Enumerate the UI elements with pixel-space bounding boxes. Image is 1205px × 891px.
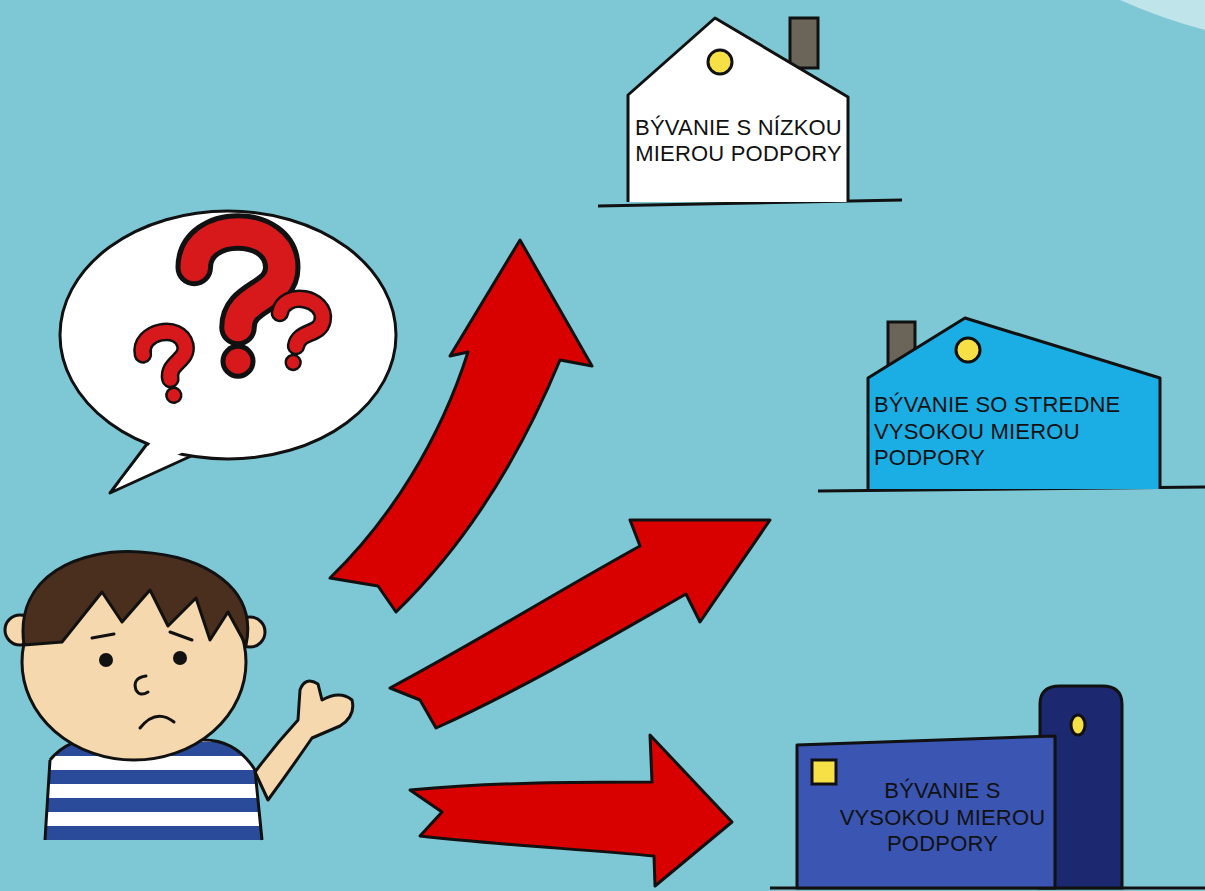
house-node: BÝVANIE SO STREDNE VYSOKOU MIEROU PODPOR… [860,312,1170,490]
house-label: BÝVANIE S NÍZKOU MIEROU PODPORY [626,115,851,168]
text-area: BÝVANIE S VYSOKOU MIEROU PODPORY [835,750,1050,886]
red-arrow [390,520,770,728]
speech-bubble [60,211,396,493]
corner-shape [1120,0,1205,30]
boy-figure [5,552,353,850]
text-area: BÝVANIE S NÍZKOU MIEROU PODPORY [626,91,851,191]
house-outline [598,15,858,205]
house-node: BÝVANIE S VYSOKOU MIEROU PODPORY [790,682,1130,890]
house-label: BÝVANIE SO STREDNE VYSOKOU MIEROU PODPOR… [874,392,1126,471]
house-label: BÝVANIE S VYSOKOU MIEROU PODPORY [835,778,1050,857]
house-node: BÝVANIE S NÍZKOU MIEROU PODPORY [598,15,858,205]
red-arrow [410,735,732,886]
text-area: BÝVANIE SO STREDNE VYSOKOU MIEROU PODPOR… [874,376,1126,488]
red-arrow [330,240,592,612]
